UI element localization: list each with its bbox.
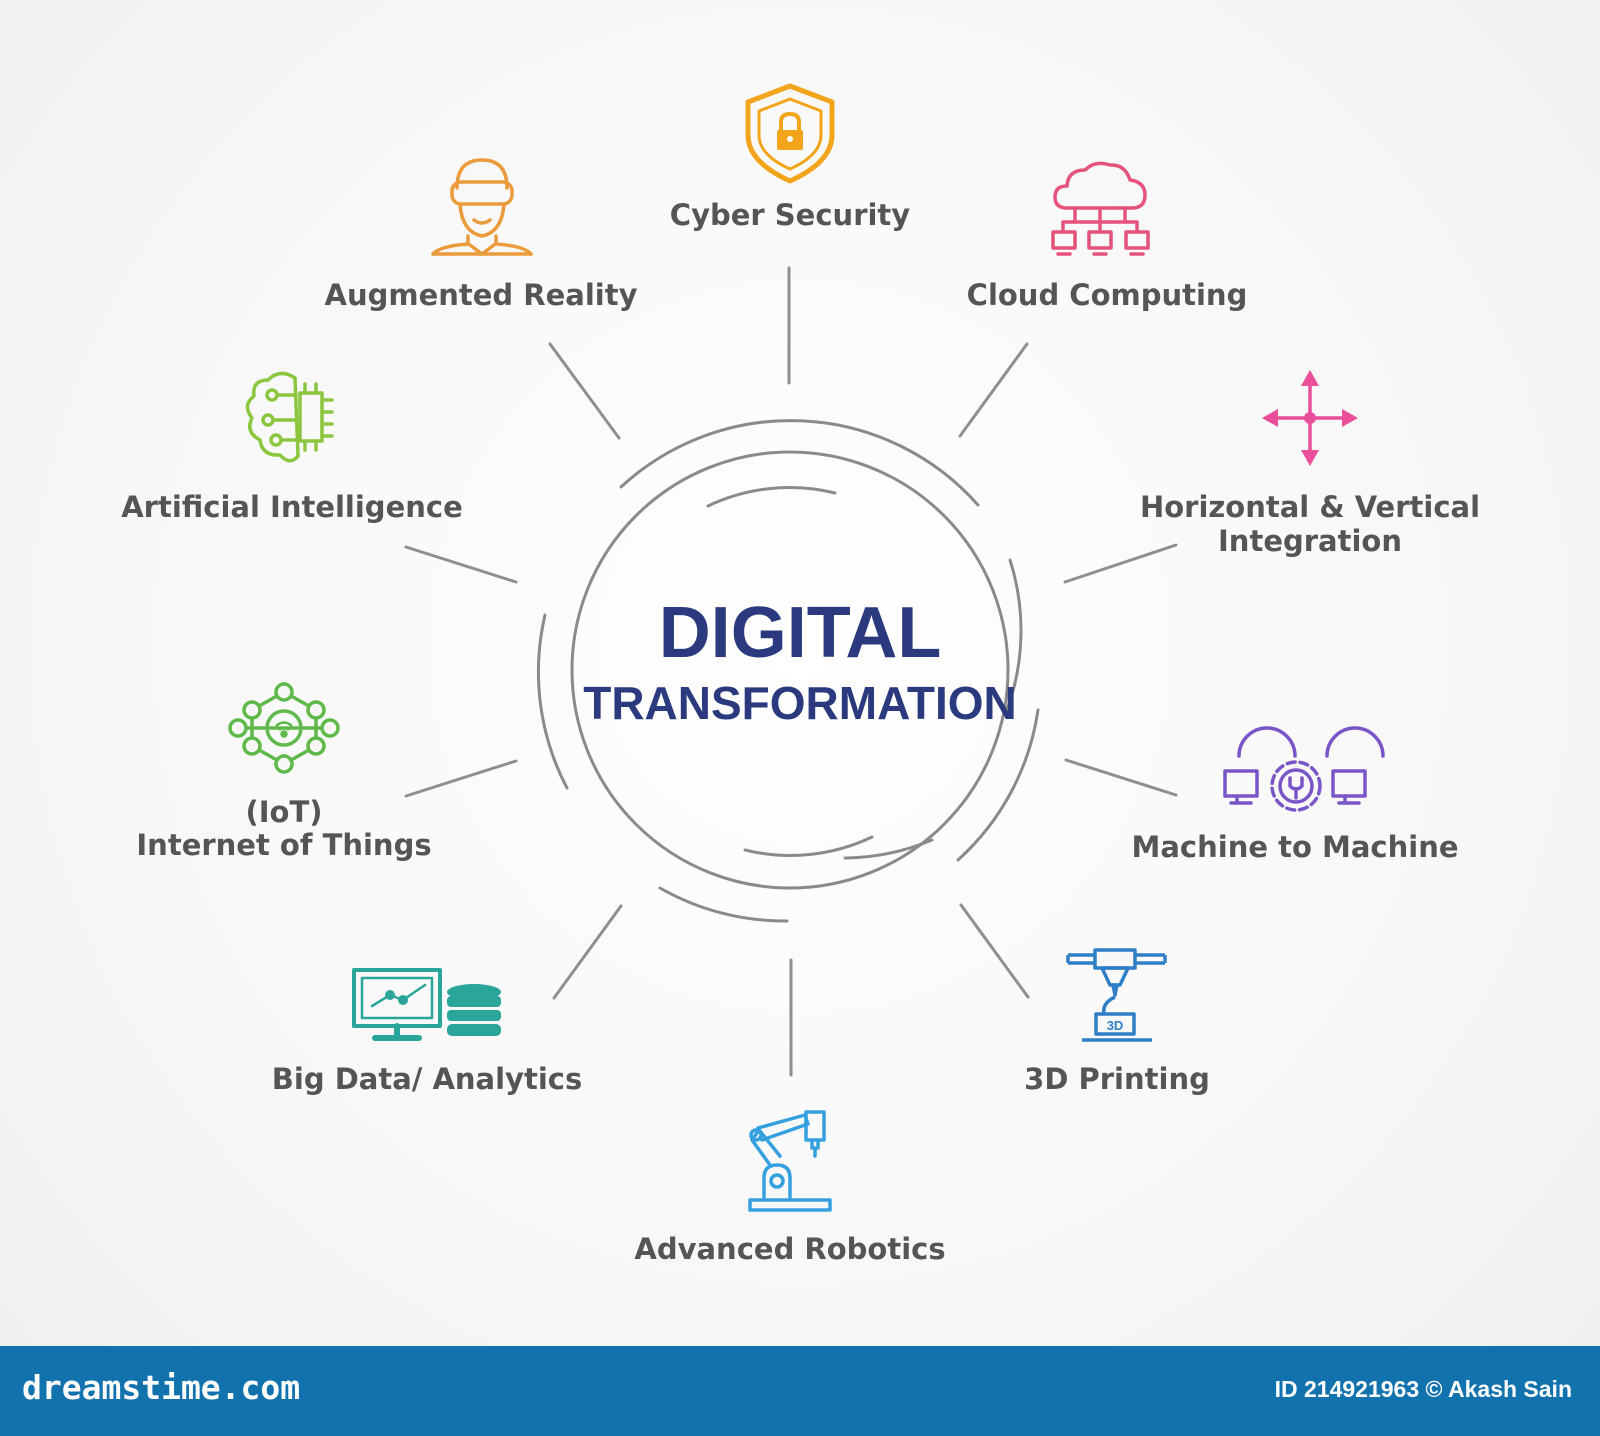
label-big-data: Big Data/ Analytics bbox=[271, 1062, 583, 1096]
ring-arc-top-outer bbox=[619, 419, 980, 507]
label-integration-line1: Horizontal & Vertical bbox=[1139, 490, 1481, 524]
center-circle bbox=[570, 450, 1010, 890]
ring-arc-right-outer bbox=[956, 708, 1040, 862]
spoke-cloud-computing bbox=[958, 342, 1029, 438]
ring-arc-right-inner bbox=[1005, 558, 1023, 712]
3d-printer-icon: 3D bbox=[1066, 948, 1167, 1042]
ring-arc-bottom-inner bbox=[743, 835, 874, 857]
monitor-database-icon bbox=[352, 968, 501, 1041]
label-machine-to-machine: Machine to Machine bbox=[1131, 830, 1459, 864]
ring-arc-top-inner bbox=[706, 486, 837, 508]
spoke-3d-printing bbox=[959, 903, 1030, 999]
spoke-big-data bbox=[552, 904, 623, 1000]
label-integration-line2: Integration bbox=[1218, 524, 1402, 558]
spoke-integration bbox=[1063, 543, 1178, 584]
footer-site-link[interactable]: dreamstime.com bbox=[22, 1368, 301, 1407]
label-advanced-robotics: Advanced Robotics bbox=[634, 1232, 946, 1266]
label-iot-line2: Internet of Things bbox=[136, 828, 432, 862]
center-title-line2: TRANSFORMATION bbox=[583, 677, 1017, 729]
hexagon-network-icon bbox=[228, 682, 340, 774]
spoke-iot bbox=[404, 759, 518, 798]
label-3d-printing: 3D Printing bbox=[1024, 1062, 1210, 1096]
3d-printer-text: 3D bbox=[1107, 1018, 1124, 1033]
center-title-line1: DIGITAL bbox=[658, 593, 942, 673]
spoke-machine-to-machine bbox=[1064, 758, 1178, 797]
label-cyber-security: Cyber Security bbox=[669, 198, 911, 232]
ring-arc-left-outer bbox=[537, 613, 569, 790]
ring-arc-bottom-right bbox=[843, 838, 934, 860]
footer-credit: ID 214921963 © Akash Sain bbox=[1274, 1376, 1572, 1402]
spokes bbox=[404, 266, 1178, 1077]
cloud-network-icon bbox=[1051, 161, 1150, 256]
brain-circuit-icon bbox=[245, 371, 334, 463]
spoke-ai bbox=[404, 545, 518, 584]
shield-lock-icon bbox=[745, 83, 835, 184]
center-rings bbox=[537, 419, 1040, 923]
label-iot-line1: (IoT) bbox=[245, 795, 323, 829]
spoke-augmented-reality bbox=[548, 342, 621, 440]
footer-bar: dreamstime.com ID 214921963 © Akash Sain bbox=[0, 1346, 1600, 1436]
robot-arm-icon bbox=[748, 1110, 832, 1212]
diagram-canvas: 3D bbox=[228, 83, 1385, 1212]
label-cloud-computing: Cloud Computing bbox=[966, 278, 1248, 312]
label-artificial-intelligence: Artificial Intelligence bbox=[121, 490, 463, 524]
ar-headset-person-icon bbox=[431, 158, 533, 256]
ring-arc-bottom-outer bbox=[658, 886, 789, 923]
label-augmented-reality: Augmented Reality bbox=[324, 278, 638, 312]
four-arrows-icon bbox=[1262, 370, 1358, 466]
machines-gear-icon bbox=[1223, 726, 1385, 812]
